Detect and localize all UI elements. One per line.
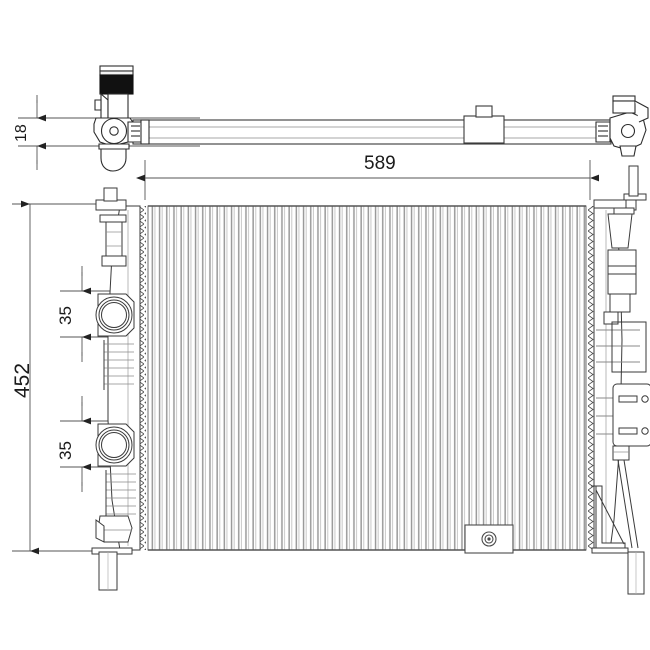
dimension-label-589: 589 xyxy=(364,153,396,174)
filler-neck-cap xyxy=(93,65,150,172)
left-core-seam xyxy=(140,206,146,550)
left-tank xyxy=(91,187,141,555)
lower-mounting-pin-left xyxy=(98,551,118,591)
dimension-label-452: 452 xyxy=(11,362,34,398)
dimension-label-35-lower: 35 xyxy=(56,441,75,460)
dimension-label-18: 18 xyxy=(13,124,30,142)
lower-mounting-pin-right xyxy=(627,551,645,595)
dimension-589 xyxy=(136,160,599,200)
mid-bar-bracket xyxy=(463,105,505,144)
right-core-seam xyxy=(588,206,594,550)
lower-outlet-port xyxy=(95,423,135,467)
right-tank xyxy=(591,165,650,554)
mounting-bracket xyxy=(612,383,650,447)
upper-inlet-port xyxy=(95,293,135,337)
top-cross-bar xyxy=(132,119,612,145)
right-hinge-fitting xyxy=(595,95,649,157)
radiator-core-fins xyxy=(147,205,587,551)
drain-plug xyxy=(464,524,514,554)
dimension-label-35-upper: 35 xyxy=(56,306,75,325)
